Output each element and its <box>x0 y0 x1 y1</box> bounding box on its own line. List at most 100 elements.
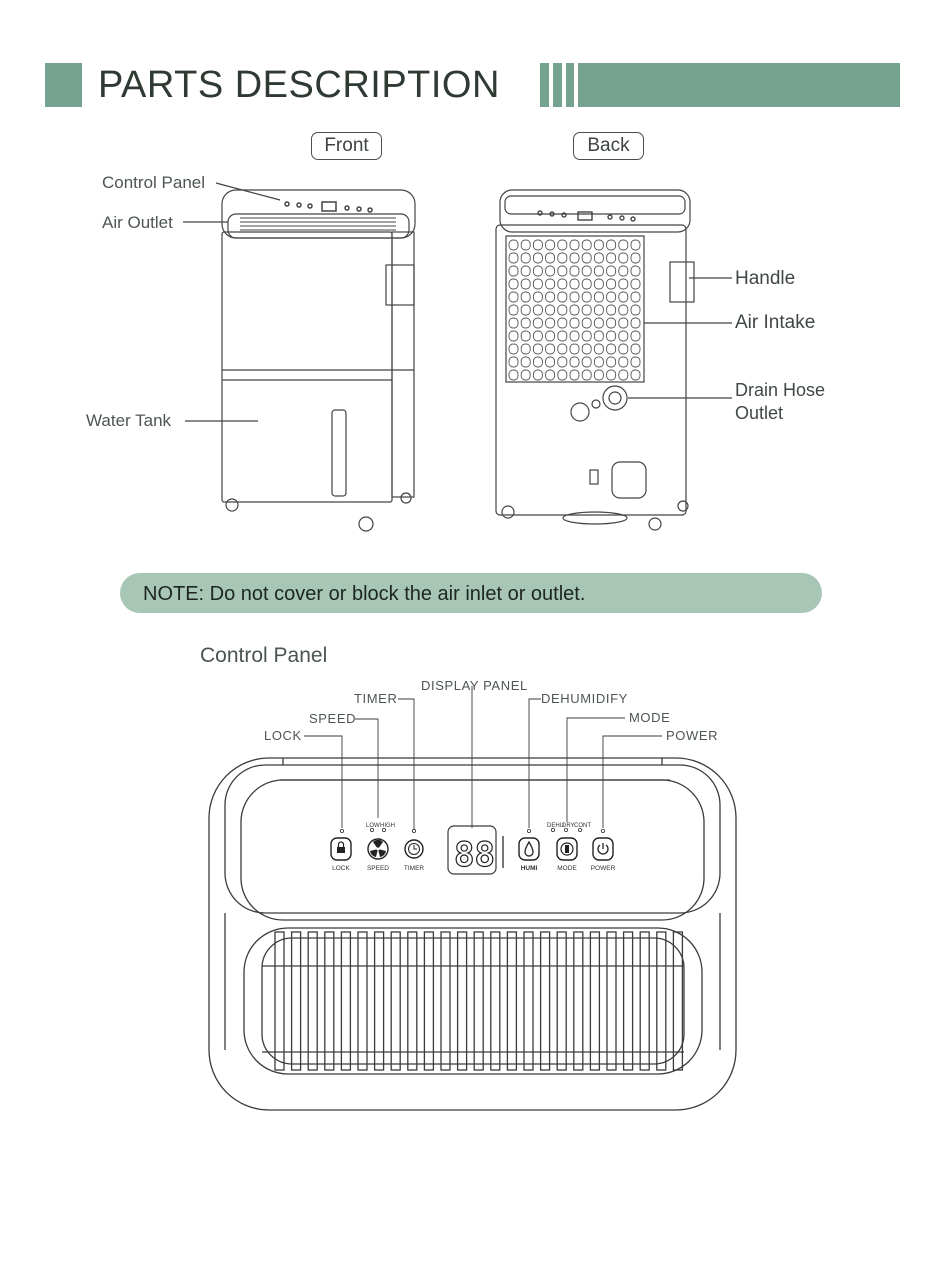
note-text: NOTE: Do not cover or block the air inle… <box>143 582 585 606</box>
intake-hole <box>631 292 640 302</box>
intake-hole <box>631 240 640 250</box>
intake-hole <box>607 279 616 289</box>
grille-slat <box>358 932 367 1070</box>
intake-hole <box>619 292 628 302</box>
intake-hole <box>509 357 518 367</box>
intake-hole <box>533 266 542 276</box>
intake-hole <box>594 344 603 354</box>
intake-hole <box>521 357 530 367</box>
intake-hole <box>594 370 603 380</box>
mode-icon <box>561 843 573 855</box>
intake-hole <box>546 357 555 367</box>
intake-hole <box>631 344 640 354</box>
grille-slat <box>541 932 550 1070</box>
intake-hole <box>558 305 567 315</box>
intake-hole <box>546 331 555 341</box>
grille-slat <box>308 932 317 1070</box>
intake-hole <box>533 292 542 302</box>
intake-hole <box>619 305 628 315</box>
intake-hole <box>570 253 579 263</box>
grille-slat <box>408 932 417 1070</box>
intake-hole <box>546 344 555 354</box>
grille-slat <box>624 932 633 1070</box>
intake-hole <box>594 305 603 315</box>
intake-hole <box>521 292 530 302</box>
intake-hole <box>509 318 518 328</box>
button-label-lock: LOCK <box>321 865 361 873</box>
intake-hole <box>607 240 616 250</box>
intake-hole <box>631 305 640 315</box>
intake-hole <box>533 344 542 354</box>
intake-hole <box>509 344 518 354</box>
intake-hole <box>509 370 518 380</box>
intake-hole <box>570 318 579 328</box>
indicator-low: LOW <box>366 823 380 830</box>
intake-hole <box>570 279 579 289</box>
intake-hole <box>521 318 530 328</box>
intake-hole <box>582 331 591 341</box>
intake-hole <box>546 253 555 263</box>
intake-hole <box>558 266 567 276</box>
fan-icon <box>370 840 386 857</box>
lock-icon <box>337 842 345 853</box>
intake-hole <box>570 370 579 380</box>
intake-hole <box>570 240 579 250</box>
grille-slat <box>275 932 284 1070</box>
intake-hole <box>570 266 579 276</box>
intake-hole <box>619 370 628 380</box>
grille-slat <box>491 932 500 1070</box>
intake-hole <box>594 292 603 302</box>
grille-slat <box>524 932 533 1070</box>
intake-hole <box>533 279 542 289</box>
intake-hole <box>546 370 555 380</box>
control-panel-illustration: 88 <box>0 660 946 1130</box>
intake-hole <box>631 266 640 276</box>
intake-hole <box>533 240 542 250</box>
intake-hole <box>607 292 616 302</box>
indicator-cont: CONT <box>574 823 591 830</box>
intake-hole <box>582 357 591 367</box>
intake-hole <box>558 253 567 263</box>
grille-slat <box>507 932 516 1070</box>
grille-slat <box>657 932 666 1070</box>
intake-hole <box>619 279 628 289</box>
intake-hole <box>533 318 542 328</box>
intake-hole <box>631 253 640 263</box>
intake-hole <box>509 240 518 250</box>
intake-hole <box>558 292 567 302</box>
intake-hole <box>594 357 603 367</box>
intake-hole <box>521 266 530 276</box>
intake-hole <box>582 253 591 263</box>
intake-hole <box>521 370 530 380</box>
intake-hole <box>607 357 616 367</box>
grille-slat <box>607 932 616 1070</box>
grille-slat <box>590 932 599 1070</box>
intake-hole <box>509 266 518 276</box>
indicator-dry: DRY <box>562 823 575 830</box>
intake-hole <box>558 279 567 289</box>
button-label-humi: HUMI <box>509 865 549 873</box>
intake-hole <box>509 253 518 263</box>
intake-hole <box>521 240 530 250</box>
intake-hole <box>570 292 579 302</box>
grille-slat <box>341 932 350 1070</box>
intake-hole <box>521 331 530 341</box>
intake-hole <box>570 344 579 354</box>
intake-hole <box>631 279 640 289</box>
intake-hole <box>619 240 628 250</box>
intake-hole <box>509 305 518 315</box>
intake-hole <box>582 344 591 354</box>
intake-hole <box>570 331 579 341</box>
intake-hole <box>582 318 591 328</box>
intake-hole <box>546 292 555 302</box>
device-illustrations <box>0 0 946 560</box>
grille-slat <box>557 932 566 1070</box>
intake-hole <box>631 331 640 341</box>
intake-hole <box>594 240 603 250</box>
intake-hole <box>582 292 591 302</box>
intake-hole <box>521 279 530 289</box>
intake-hole <box>619 318 628 328</box>
button-label-power: POWER <box>583 865 623 873</box>
intake-hole <box>619 344 628 354</box>
intake-hole <box>607 331 616 341</box>
